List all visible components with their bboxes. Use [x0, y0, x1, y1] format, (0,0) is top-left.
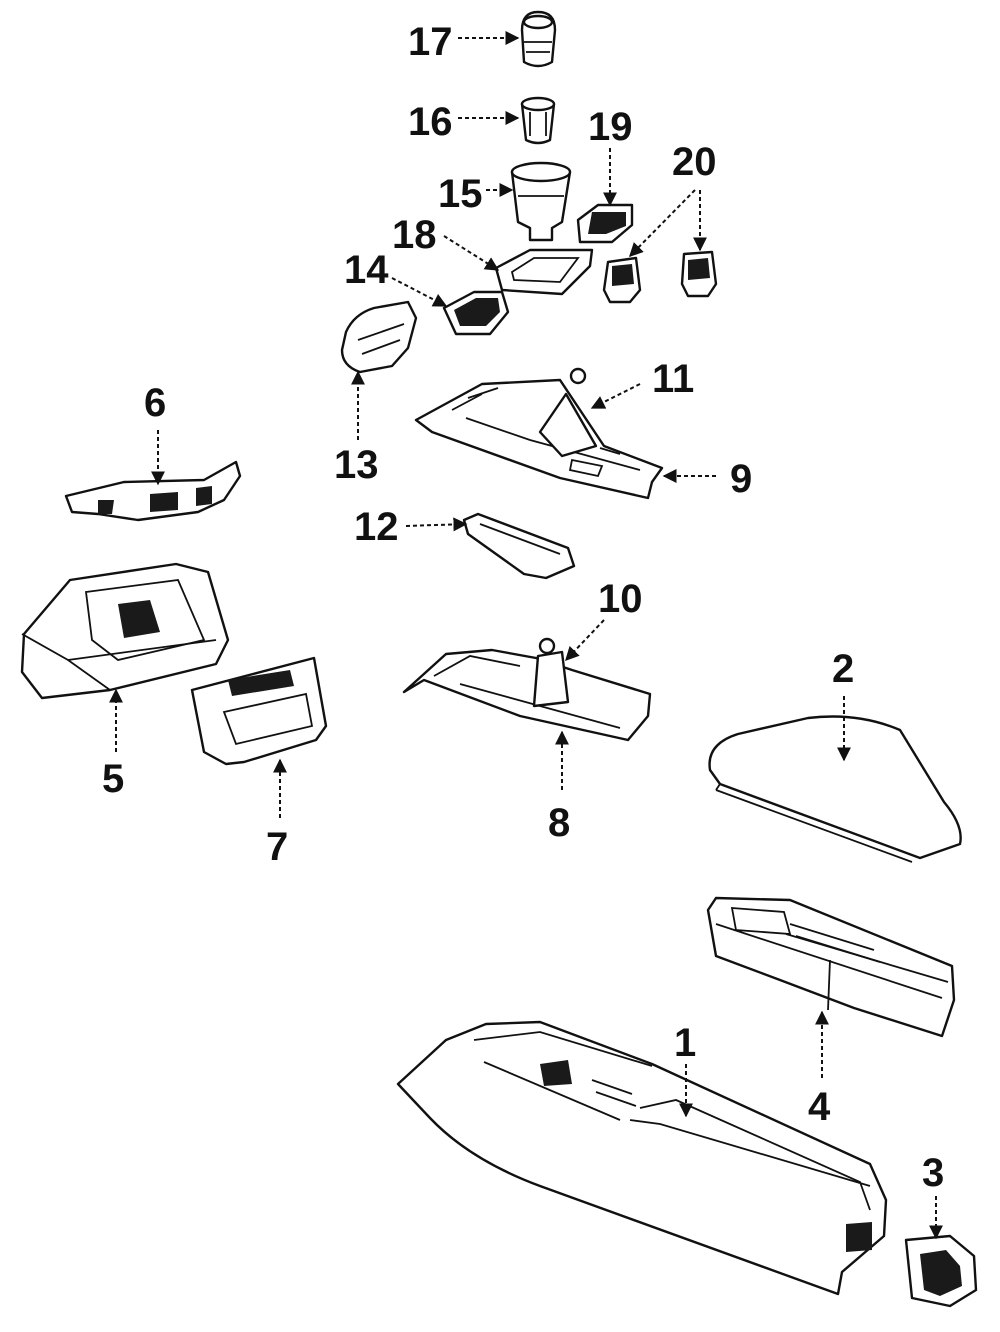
callout-labels: 17 16 15 19 20 18 14 13 11 9 6 12 10 5 7…	[102, 20, 944, 1195]
leader-12	[405, 517, 468, 532]
part-6-illustration	[64, 460, 242, 522]
part-7-illustration	[190, 656, 328, 766]
callout-3: 3	[922, 1151, 944, 1195]
callout-6: 6	[144, 381, 166, 425]
leader-18	[443, 235, 500, 271]
callout-2: 2	[832, 647, 854, 691]
callout-4: 4	[808, 1085, 831, 1129]
callout-13: 13	[334, 443, 379, 487]
part-5-illustration	[20, 562, 230, 700]
part-14-illustration	[442, 290, 510, 336]
callout-17: 17	[408, 20, 453, 64]
callout-15: 15	[438, 172, 483, 216]
callout-9: 9	[730, 457, 752, 501]
part-8-10-illustration	[402, 637, 652, 742]
callout-7: 7	[266, 825, 288, 869]
callout-16: 16	[408, 100, 453, 144]
part-9-11-illustration	[414, 367, 664, 500]
callout-8: 8	[548, 801, 570, 845]
leader-11	[590, 383, 641, 409]
callout-5: 5	[102, 757, 124, 801]
callout-18: 18	[392, 213, 437, 257]
callout-1: 1	[674, 1021, 696, 1065]
part-15-illustration	[510, 161, 572, 242]
callout-20: 20	[672, 140, 717, 184]
part-16-illustration	[520, 96, 556, 145]
part-18-illustration	[494, 248, 594, 296]
part-3-illustration	[904, 1234, 978, 1308]
part-4-illustration	[706, 896, 956, 1038]
callout-19: 19	[588, 105, 633, 149]
leader-10	[565, 619, 605, 662]
part-19-illustration	[576, 203, 634, 244]
callout-12: 12	[354, 505, 399, 549]
part-1-illustration	[396, 1020, 888, 1296]
part-17-illustration	[520, 10, 557, 68]
leader-14	[391, 277, 448, 307]
part-13-illustration	[340, 300, 418, 374]
callout-14: 14	[344, 248, 389, 292]
callout-11: 11	[652, 357, 694, 401]
leader-lines	[109, 31, 943, 1240]
part-2-illustration	[708, 715, 962, 863]
part-12-illustration	[462, 512, 576, 580]
part-20-illustration	[602, 250, 718, 304]
callout-10: 10	[598, 577, 643, 621]
leader-20a	[629, 189, 696, 257]
